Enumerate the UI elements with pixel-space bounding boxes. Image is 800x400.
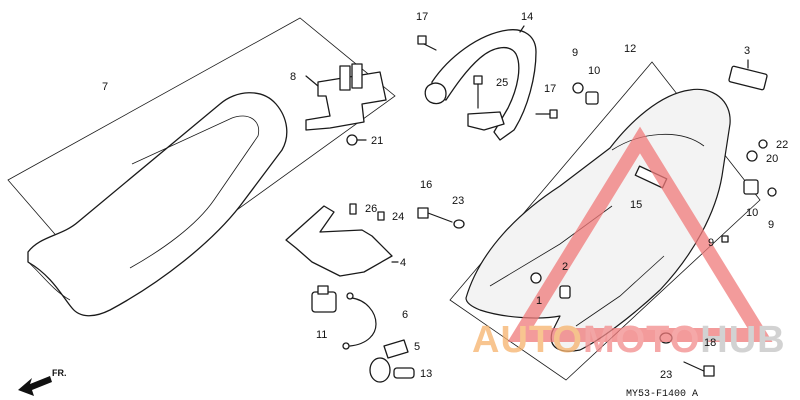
watermark-part-3: HUB bbox=[700, 319, 785, 361]
warning-triangle-icon bbox=[507, 126, 773, 342]
grommet-9-top bbox=[572, 82, 584, 94]
cable-6 bbox=[342, 292, 377, 350]
callout-6: 6 bbox=[402, 309, 408, 321]
callout-25: 25 bbox=[496, 77, 508, 89]
callout-1: 1 bbox=[536, 295, 542, 307]
callout-9: 9 bbox=[572, 47, 578, 59]
direction-label: FR. bbox=[52, 368, 67, 378]
bolt-26 bbox=[349, 203, 357, 215]
seat-top-seam bbox=[129, 115, 260, 269]
callout-9b: 9 bbox=[768, 219, 774, 231]
callout-15: 15 bbox=[630, 199, 642, 211]
seat-lock-11 bbox=[311, 285, 337, 313]
bolt-25 bbox=[473, 75, 483, 109]
callout-23: 23 bbox=[452, 195, 464, 207]
callout-24: 24 bbox=[392, 211, 404, 223]
cowl-group-frame bbox=[449, 61, 761, 381]
watermark: AUTOMOTOHUB bbox=[472, 126, 786, 361]
callout-5: 5 bbox=[414, 341, 420, 353]
leader-14 bbox=[519, 25, 525, 33]
bolt-18 bbox=[683, 361, 715, 377]
collar-10-top bbox=[585, 91, 599, 105]
bracket-4 bbox=[285, 203, 399, 277]
bolt-16 bbox=[417, 207, 453, 223]
seat-front-edge bbox=[27, 261, 71, 301]
seat-assembly bbox=[7, 17, 396, 317]
callout-10b: 10 bbox=[746, 207, 758, 219]
collar-2 bbox=[559, 285, 571, 299]
leader-8 bbox=[305, 75, 319, 87]
nut-20 bbox=[746, 150, 758, 162]
bolt-17-right bbox=[535, 109, 558, 119]
watermark-part-2: MOTO bbox=[583, 319, 700, 361]
lock-clip-5 bbox=[383, 339, 409, 359]
callout-26: 26 bbox=[365, 203, 377, 215]
svg-text:AUTOMOTOHUB: AUTOMOTOHUB bbox=[472, 319, 786, 361]
grommet-1 bbox=[530, 272, 542, 284]
callout-23b: 23 bbox=[660, 369, 672, 381]
bolt-17-top bbox=[417, 35, 437, 51]
collar-10-right bbox=[743, 179, 759, 195]
arrow-icon bbox=[18, 376, 52, 396]
reflector-3 bbox=[728, 59, 768, 91]
callout-16: 16 bbox=[420, 179, 432, 191]
grommet-9-right bbox=[767, 187, 777, 197]
grab-rail-14 bbox=[424, 25, 537, 141]
key-cylinder-13 bbox=[369, 357, 415, 383]
washer-22 bbox=[758, 139, 768, 149]
callout-18: 18 bbox=[704, 337, 716, 349]
bolt-21 bbox=[346, 134, 367, 146]
callout-21: 21 bbox=[371, 135, 383, 147]
callout-4: 4 bbox=[400, 257, 406, 269]
callout-11: 11 bbox=[316, 329, 327, 341]
callout-13: 13 bbox=[420, 368, 432, 380]
watermark-part-1: AUTO bbox=[472, 319, 583, 361]
callout-20: 20 bbox=[766, 153, 778, 165]
callout-17: 17 bbox=[416, 11, 428, 23]
callout-14: 14 bbox=[521, 11, 533, 23]
front-direction-arrow: FR. bbox=[18, 368, 67, 396]
callout-3: 3 bbox=[744, 45, 750, 57]
bolt-9-bottom bbox=[721, 235, 729, 243]
callout-7: 7 bbox=[102, 81, 108, 93]
bracket-8 bbox=[305, 63, 387, 131]
callout-labels: 7 8 21 17 14 25 9 10 17 12 3 22 20 16 23… bbox=[102, 11, 788, 381]
callout-22: 22 bbox=[776, 139, 788, 151]
callout-8: 8 bbox=[290, 71, 296, 83]
callout-2: 2 bbox=[562, 261, 568, 273]
callout-9c: 9 bbox=[708, 237, 714, 249]
seat-7 bbox=[27, 92, 288, 317]
callout-10: 10 bbox=[588, 65, 600, 77]
diagram-code: MY53-F1400 A bbox=[626, 389, 698, 400]
callout-12: 12 bbox=[624, 43, 636, 55]
washer-23-left bbox=[453, 219, 465, 229]
bolt-24 bbox=[377, 211, 385, 221]
callout-17b: 17 bbox=[544, 83, 556, 95]
